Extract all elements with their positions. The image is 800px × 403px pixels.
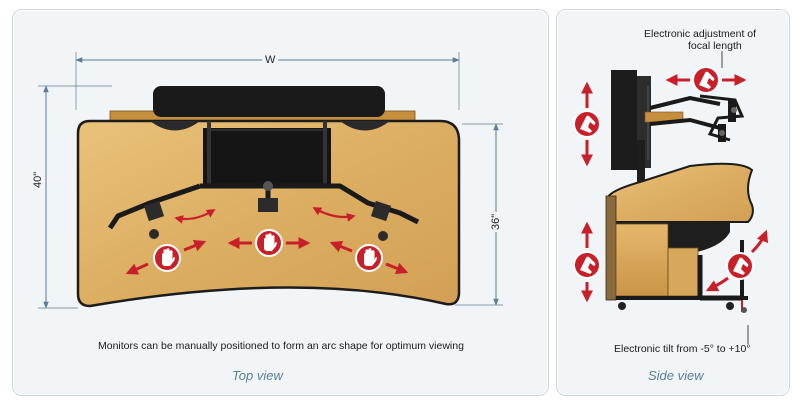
width-dimension-label: W: [262, 54, 279, 66]
side-view-drawing: [573, 51, 769, 344]
adjust-icon: [573, 110, 601, 138]
hand-icon: [153, 244, 181, 272]
tilt-annotation: Electronic tilt from -5° to +10°: [614, 343, 751, 355]
depth-left-dimension-label: 40": [32, 169, 44, 190]
top-view-drawing: [38, 52, 503, 309]
focal-length-annotation-line2: focal length: [688, 40, 742, 52]
hand-icon: [255, 229, 283, 257]
adjust-icon: [573, 251, 601, 279]
side-view-label: Side view: [648, 368, 704, 383]
depth-right-dimension-label: 36": [490, 211, 502, 232]
focal-length-annotation-line1: Electronic adjustment of: [644, 28, 757, 40]
adjust-icon: [692, 66, 720, 94]
top-view-label: Top view: [232, 368, 283, 383]
top-view-caption: Monitors can be manually positioned to f…: [98, 340, 464, 352]
hand-icon: [355, 244, 383, 272]
adjust-icon: [726, 252, 754, 280]
